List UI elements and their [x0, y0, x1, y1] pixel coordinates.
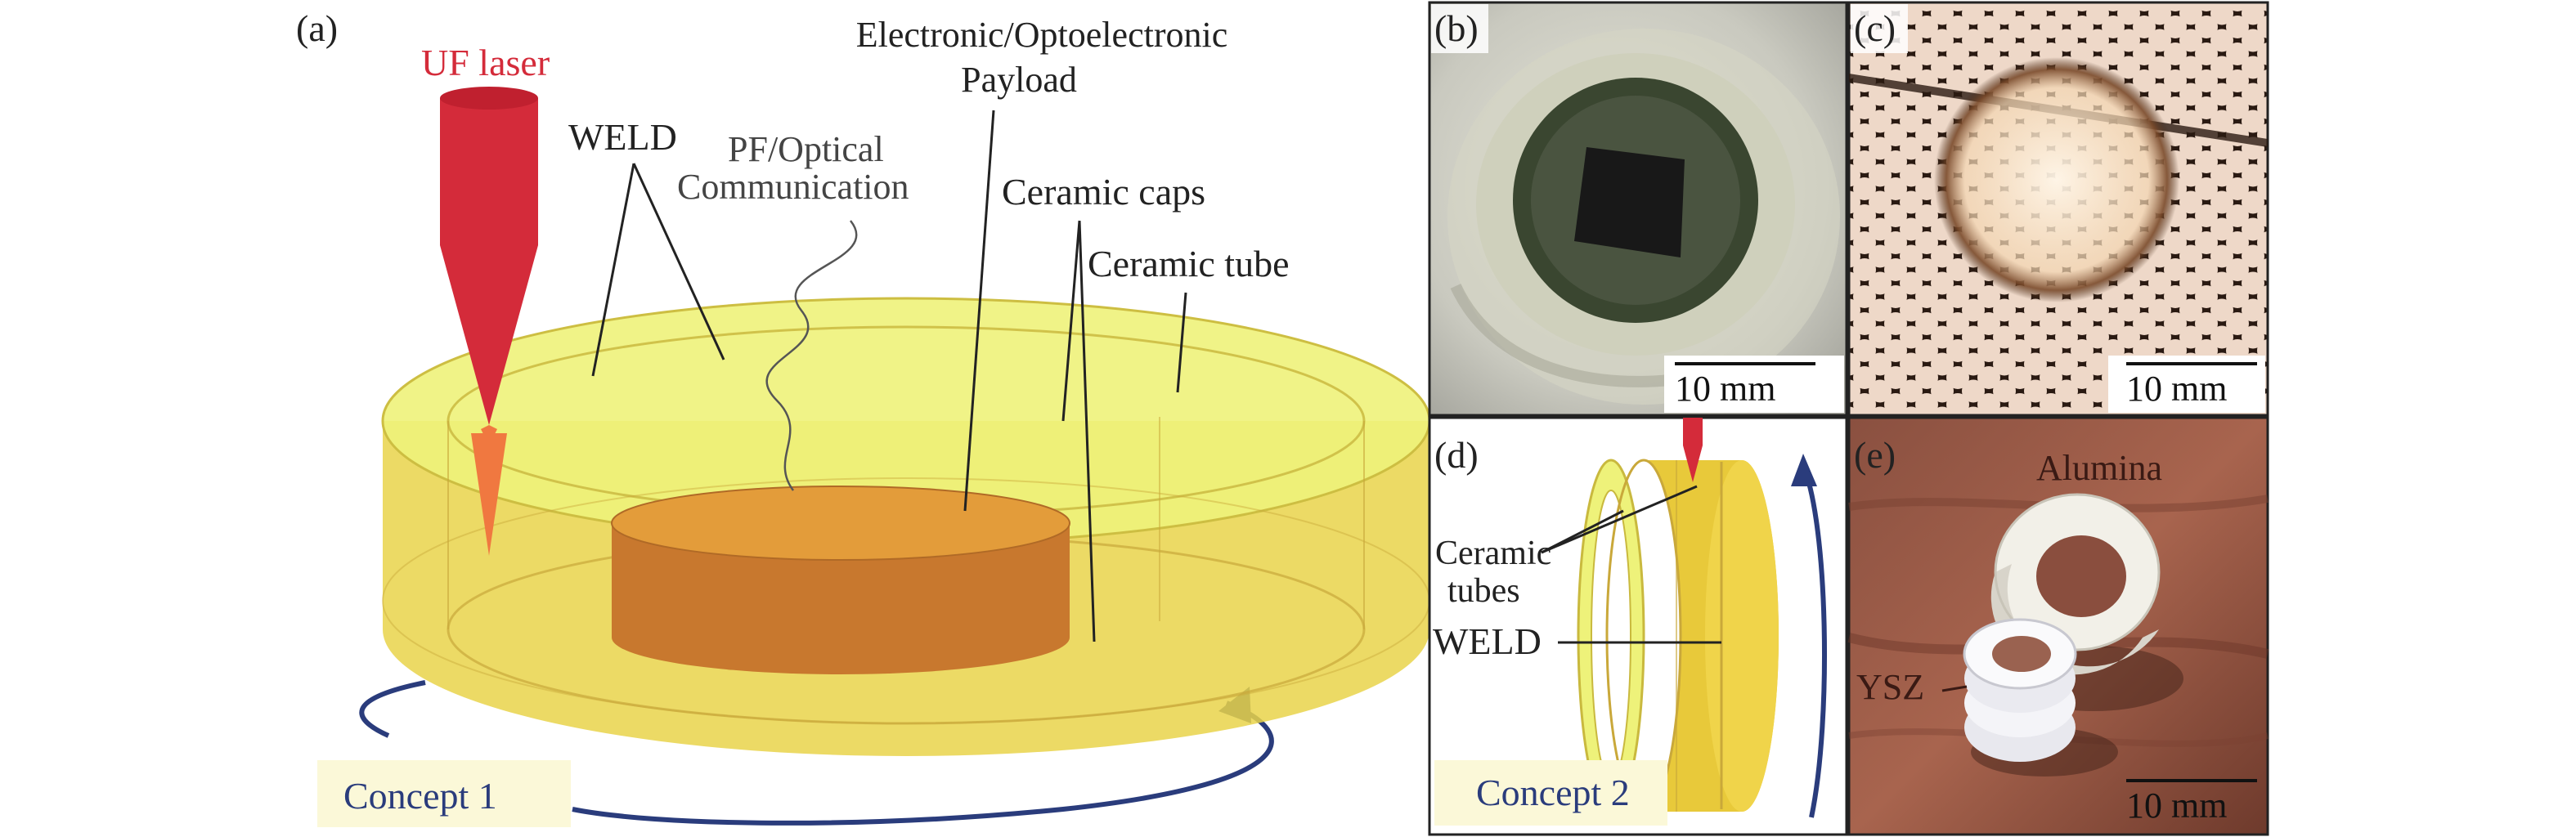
- concept-1-box: [317, 760, 571, 827]
- caps-label: Ceramic caps: [1002, 171, 1205, 213]
- panel-c-label: (c): [1854, 7, 1896, 49]
- panel-e: (e) Alumina YSZ 10 mm: [1847, 416, 2269, 836]
- panel-a: (a) UF laser: [296, 7, 1431, 827]
- chip: [1574, 147, 1685, 257]
- weld-leader-1: [591, 163, 635, 377]
- payload-disk: [611, 486, 1070, 674]
- panel-e-scale: 10 mm: [2126, 786, 2227, 826]
- weld-label-a: WELD: [568, 116, 677, 158]
- ysz-label: YSZ: [1856, 667, 1924, 707]
- glow-disk: [1934, 57, 2179, 302]
- ysz-rings: [1963, 618, 2077, 762]
- panel-b-label-bg: [1431, 4, 1488, 53]
- pf-label-line2: Communication: [677, 167, 909, 207]
- panel-b-scale: 10 mm: [1675, 369, 1775, 409]
- concept-2-label: Concept 2: [1476, 772, 1630, 813]
- panel-d: (d) Ceramic tubes WELD Concept 2: [1428, 416, 1848, 836]
- panel-a-label: (a): [296, 7, 338, 49]
- uf-laser-beam: [440, 87, 538, 556]
- panel-c: (c) 10 mm: [1847, 1, 2269, 417]
- payload-label-line2: Payload: [961, 60, 1077, 100]
- pf-label-line1: PF/Optical: [728, 129, 884, 169]
- laser-beam-d: [1683, 418, 1703, 482]
- caps-leader-2: [1078, 220, 1096, 642]
- rotation-arrowhead-d: [1791, 454, 1817, 486]
- tube-label: Ceramic tube: [1088, 243, 1290, 284]
- panel-e-label: (e): [1854, 434, 1896, 476]
- tubes-leader-2: [1541, 485, 1698, 554]
- caps-leader-1: [1061, 220, 1081, 422]
- ysz-leader: [1941, 685, 1968, 692]
- weld-leader-2: [632, 163, 725, 360]
- payload-leader: [963, 110, 995, 512]
- tubes-label-line2: tubes: [1447, 572, 1520, 610]
- payload-label-line1: Electronic/Optoelectronic: [856, 15, 1227, 55]
- laser-label: UF laser: [421, 42, 550, 83]
- optical-signal-wave: [765, 220, 858, 491]
- weld-label-d: WELD: [1433, 620, 1542, 662]
- panel-b-label: (b): [1434, 7, 1479, 49]
- rotation-arrow-d: [1801, 464, 1828, 818]
- alumina-label: Alumina: [2036, 448, 2162, 488]
- concept-1-label: Concept 1: [343, 775, 497, 817]
- panel-d-label: (d): [1434, 434, 1479, 476]
- tubes-label-line1: Ceramic: [1435, 535, 1551, 572]
- rotation-arrow-a: [359, 680, 1274, 826]
- tube-leader: [1176, 292, 1187, 393]
- concept-2-box: [1434, 760, 1667, 826]
- panel-c-label-bg: [1851, 4, 1908, 53]
- panel-c-scale: 10 mm: [2126, 369, 2227, 409]
- panel-b: (b) 10 mm: [1428, 1, 1848, 417]
